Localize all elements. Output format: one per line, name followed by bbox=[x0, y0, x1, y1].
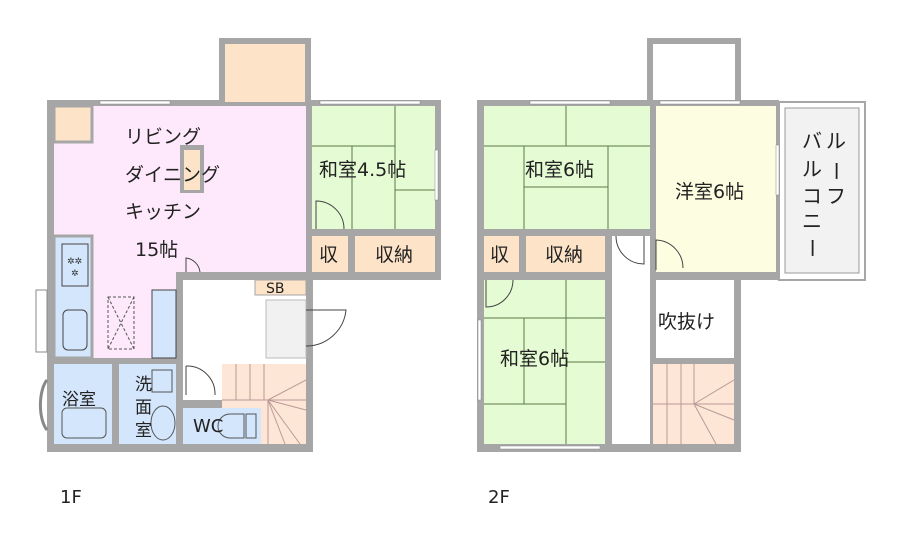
floor-2: 和室6帖 和室6帖 洋室6帖 収 収納 吹抜け ル ー フ バ ル コ ニ ー … bbox=[477, 38, 866, 508]
roof-balcony bbox=[784, 107, 860, 274]
sink-icon bbox=[62, 309, 88, 351]
room-label-storage-small-2f: 収 bbox=[490, 244, 509, 266]
room-label-wc: WC bbox=[193, 416, 223, 437]
room-label-kitchen: キッチン bbox=[125, 201, 201, 223]
atrium bbox=[656, 280, 734, 358]
balcony-char: ー bbox=[800, 238, 824, 258]
bathtub bbox=[61, 407, 107, 439]
floor-1: ✲✲ ✲ リ bbox=[35, 38, 441, 508]
entrance bbox=[265, 299, 307, 359]
svg-text:✲: ✲ bbox=[71, 269, 79, 279]
toilet-icon bbox=[217, 413, 245, 439]
room-label-roof-balcony: ル ー フ バ ル コ ニ ー bbox=[800, 129, 848, 258]
washbasin bbox=[150, 405, 176, 441]
room-label-dining: ダイニング bbox=[125, 164, 220, 186]
youshitsu-6 bbox=[656, 106, 776, 272]
room-label-living: リビング bbox=[125, 126, 201, 148]
floor-label-2f: 2F bbox=[488, 487, 510, 508]
refrigerator bbox=[151, 289, 177, 359]
room-label-atrium: 吹抜け bbox=[658, 311, 715, 333]
room-label-washroom-2: 面 bbox=[135, 398, 152, 418]
pillar-storage bbox=[184, 150, 200, 190]
room-label-washitsu-bottom: 和室6帖 bbox=[500, 348, 569, 370]
balcony-char: ー bbox=[824, 161, 848, 181]
room-label-washitsu-top: 和室6帖 bbox=[525, 159, 594, 181]
room-label-shoe-box: SB bbox=[266, 281, 285, 297]
washitsu-6-top bbox=[484, 106, 650, 229]
room-label-storage: 収納 bbox=[375, 244, 413, 266]
balcony-char: ニ bbox=[802, 209, 822, 233]
shoe-box bbox=[254, 279, 307, 296]
room-size-ldk: 15帖 bbox=[135, 239, 178, 261]
storage bbox=[355, 236, 435, 272]
room-label-washitsu: 和室4.5帖 bbox=[319, 159, 406, 181]
washing-machine bbox=[151, 369, 173, 393]
storage-2f bbox=[526, 236, 605, 272]
floor-storage bbox=[107, 296, 135, 350]
room-label-storage-2f: 収納 bbox=[545, 244, 583, 266]
room-label-youshitsu: 洋室6帖 bbox=[675, 181, 744, 203]
balcony-char: ル bbox=[802, 157, 822, 181]
svg-text:✲✲: ✲✲ bbox=[67, 257, 82, 267]
balcony-char: バ bbox=[802, 129, 822, 153]
hallway-2f bbox=[612, 236, 650, 444]
floor-label-1f: 1F bbox=[60, 487, 82, 508]
room-label-washroom-1: 洗 bbox=[135, 375, 152, 395]
room-label-storage-small: 収 bbox=[319, 244, 338, 266]
washitsu-4-5 bbox=[312, 106, 435, 229]
storage-small bbox=[312, 236, 348, 272]
room-label-washroom-3: 室 bbox=[135, 421, 152, 441]
balcony-char: ル bbox=[826, 129, 846, 153]
balcony-char: コ bbox=[802, 184, 822, 208]
top-storage bbox=[225, 44, 305, 102]
room-label-bath: 浴室 bbox=[62, 390, 96, 410]
balcony-char: フ bbox=[826, 184, 846, 208]
corner-storage bbox=[52, 104, 94, 144]
storage-small-2f bbox=[484, 236, 519, 272]
stove-icon bbox=[61, 243, 89, 287]
